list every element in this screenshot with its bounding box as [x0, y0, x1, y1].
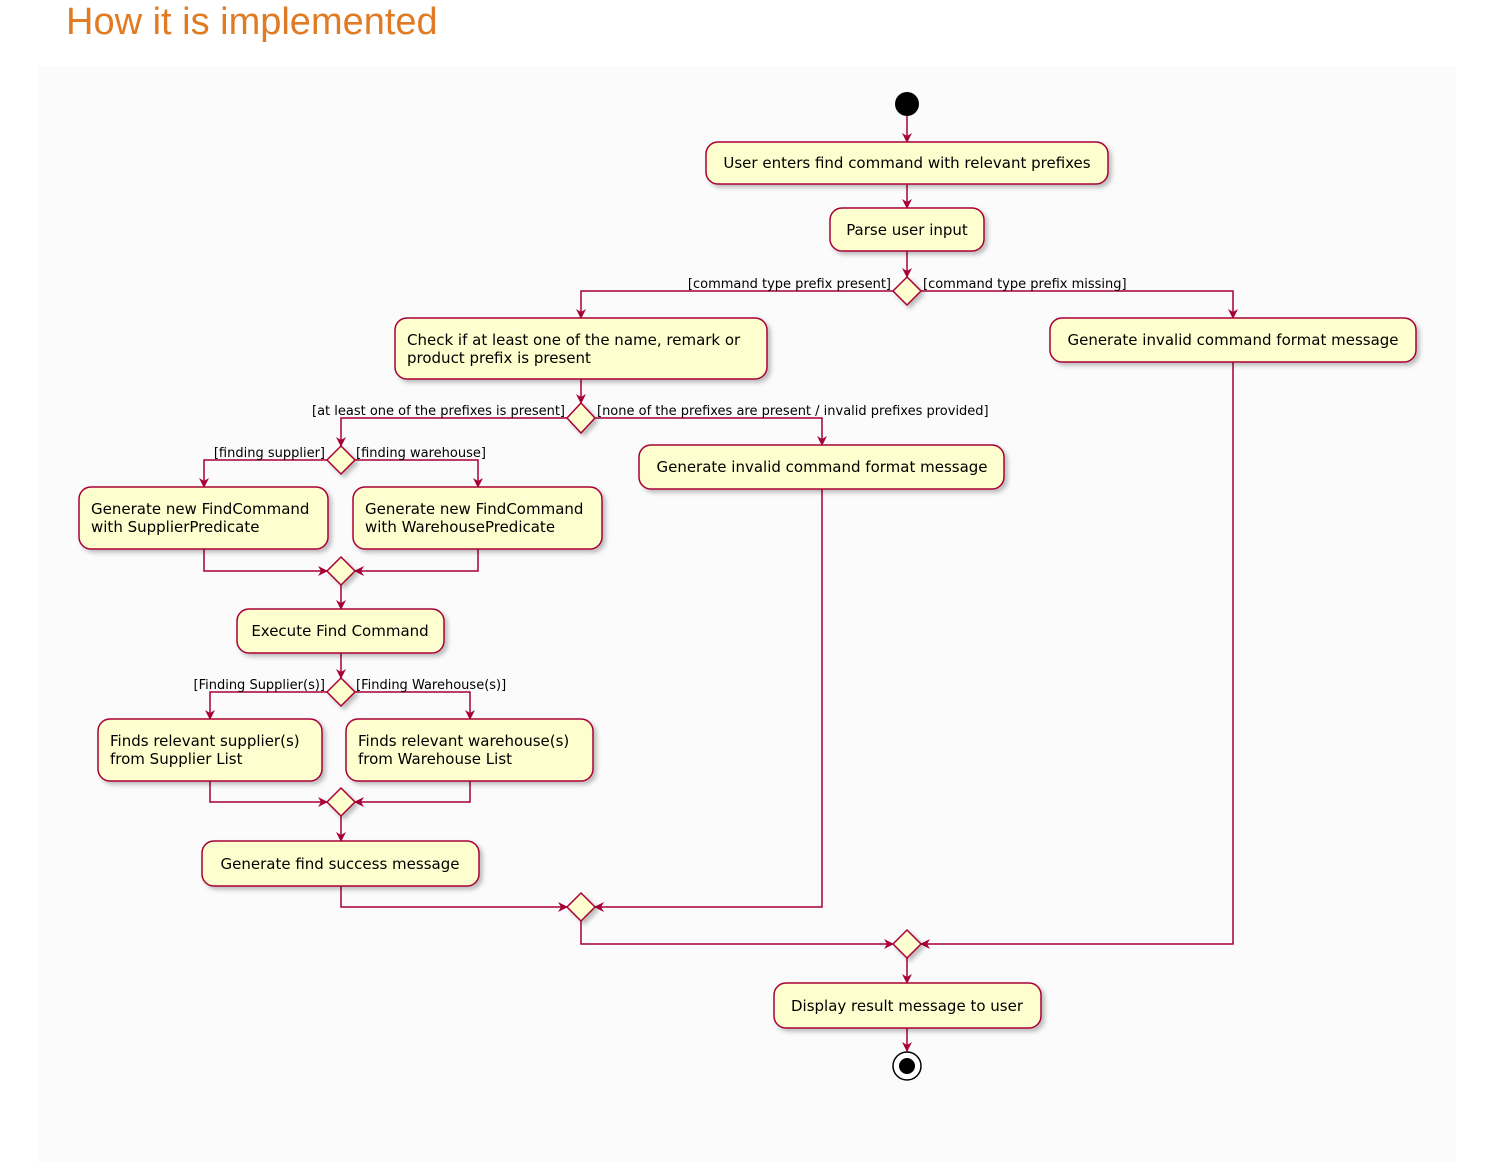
guard-type-prefix-present: [command type prefix present] [688, 277, 891, 292]
action-check-prefix [394, 317, 768, 380]
edge-find-supplier-to-merge [209, 781, 328, 807]
action-warehouse-command [352, 486, 603, 550]
decision-prefix-present [565, 401, 597, 435]
label-find-warehouse-line1: Finds relevant warehouse(s) [358, 732, 569, 750]
edge-prefix-to-invalid-middle [595, 417, 827, 446]
edge-invalid-right-to-final-merge [920, 362, 1234, 949]
edge-decision-to-find-supplier [205, 691, 327, 720]
guard-type-prefix-missing: [command type prefix missing] [923, 277, 1127, 292]
action-invalid-format-middle [638, 444, 1005, 490]
guard-finding-warehouses: [Finding Warehouse(s)] [356, 678, 506, 693]
edge-find-warehouse-to-merge [354, 781, 471, 807]
guard-finding-suppliers: [Finding Supplier(s)] [194, 678, 326, 693]
action-success-message [201, 840, 480, 887]
edge-invalid-middle-to-merge [594, 489, 823, 912]
label-supplier-command-line2: with SupplierPredicate [91, 518, 259, 536]
guard-finding-supplier: [finding supplier] [214, 446, 325, 461]
label-warehouse-command-line1: Generate new FindCommand [365, 500, 583, 518]
label-find-supplier-line1: Finds relevant supplier(s) [110, 732, 300, 750]
action-parse-input [829, 207, 985, 252]
edge-decision-to-invalid-right [921, 290, 1238, 319]
edge-prefix-to-type-decision [336, 417, 567, 447]
end-node [892, 1051, 922, 1081]
merge-final [891, 928, 923, 960]
label-enter-command: User enters find command with relevant p… [723, 154, 1090, 172]
guard-prefix-none: [none of the prefixes are present / inva… [597, 404, 989, 419]
guard-finding-warehouse: [finding warehouse] [356, 446, 486, 461]
label-execute-find: Execute Find Command [251, 622, 428, 640]
label-check-prefix-line1: Check if at least one of the name, remar… [407, 331, 741, 349]
merge-prefix-branches [565, 891, 597, 923]
label-invalid-format-middle: Generate invalid command format message [656, 458, 987, 476]
label-find-warehouse-line2: from Warehouse List [358, 750, 512, 768]
edges [199, 116, 1238, 1052]
label-find-supplier-line2: from Supplier List [110, 750, 243, 768]
action-find-supplier [97, 718, 323, 782]
action-find-warehouse [345, 718, 594, 782]
edge-success-to-merge [340, 886, 568, 912]
label-check-prefix-line2: product prefix is present [407, 349, 591, 367]
decision-finding-type [325, 444, 357, 476]
action-enter-command [705, 141, 1109, 185]
label-invalid-format-right: Generate invalid command format message [1067, 331, 1398, 349]
edge-merge-to-final-merge [580, 921, 894, 949]
label-success-message: Generate find success message [221, 855, 460, 873]
decision-finding-result [325, 676, 357, 708]
edge-supplier-cmd-to-merge [203, 549, 328, 576]
merge-commands [325, 555, 357, 587]
edge-type-to-supplier-cmd [199, 459, 327, 488]
merge-find-results [325, 786, 357, 818]
edge-warehouse-cmd-to-merge [354, 549, 479, 576]
label-parse-input: Parse user input [846, 221, 968, 239]
guard-prefix-present: [at least one of the prefixes is present… [312, 404, 565, 419]
section-heading: How it is implemented [66, 1, 438, 43]
decision-command-type [891, 275, 923, 307]
start-node [895, 92, 919, 116]
action-supplier-command [78, 486, 329, 550]
label-supplier-command-line1: Generate new FindCommand [91, 500, 309, 518]
action-execute-find [236, 608, 445, 654]
action-invalid-format-right [1049, 317, 1417, 363]
label-warehouse-command-line2: with WarehousePredicate [365, 518, 555, 536]
edge-decision-to-find-warehouse [355, 691, 475, 720]
edge-type-to-warehouse-cmd [355, 459, 483, 488]
edge-decision-to-check [576, 290, 893, 319]
action-display-result [773, 982, 1042, 1029]
label-display-result: Display result message to user [791, 997, 1024, 1015]
